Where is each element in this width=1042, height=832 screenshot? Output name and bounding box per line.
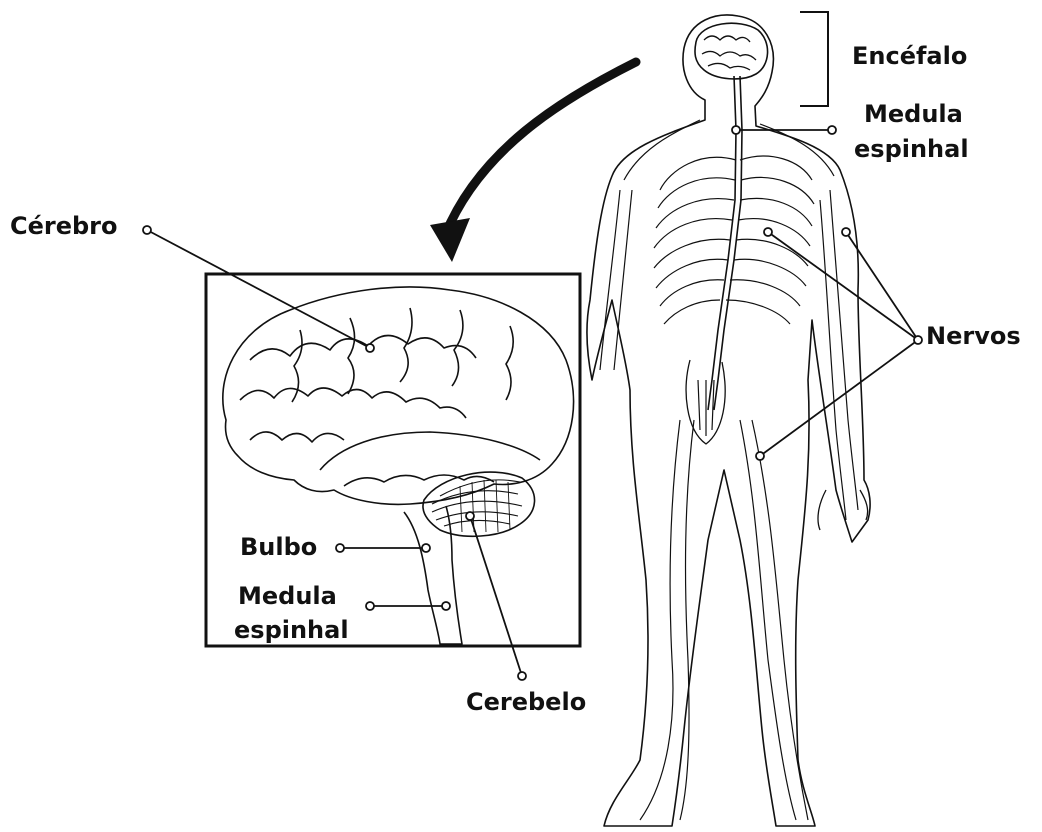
label-bulbo: Bulbo xyxy=(240,533,317,562)
human-body-figure xyxy=(587,15,870,826)
body-brain xyxy=(695,23,768,79)
body-nerve-branches xyxy=(600,120,858,820)
label-cerebro: Cérebro xyxy=(10,212,118,241)
curved-arrow xyxy=(430,62,636,262)
label-cerebelo: Cerebelo xyxy=(466,688,586,717)
label-nervos: Nervos xyxy=(926,322,1021,351)
label-medula-body-line2: espinhal xyxy=(854,135,969,164)
label-encefalo: Encéfalo xyxy=(852,42,967,71)
label-medula-brain-line1: Medula xyxy=(238,582,337,611)
body-spinal-cord xyxy=(708,76,736,410)
label-medula-brain-line2: espinhal xyxy=(234,616,349,645)
encefalo-bracket xyxy=(800,12,828,106)
label-medula-body-line1: Medula xyxy=(864,100,963,129)
body-outline xyxy=(587,15,870,826)
